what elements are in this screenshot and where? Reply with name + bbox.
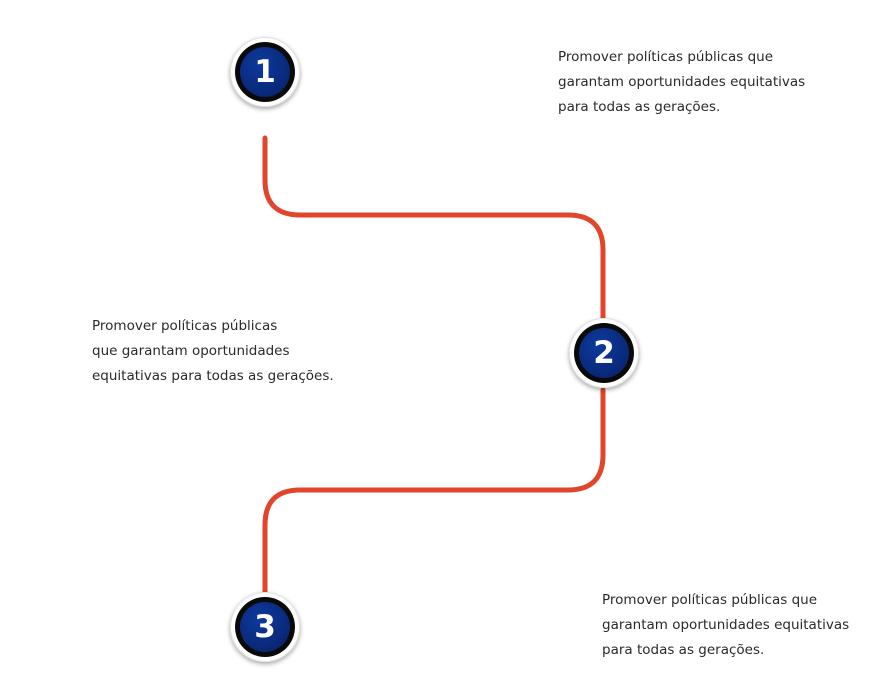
step-3-description: Promover políticas públicas que garantam… — [602, 592, 850, 658]
step-2-description: Promover políticas públicas que garantam… — [92, 318, 334, 384]
step-1-ring: 1 — [235, 42, 295, 102]
step-1-marker: 1 — [230, 37, 300, 107]
step-2-marker: 2 — [569, 318, 639, 388]
connector-line — [262, 135, 606, 595]
step-3-ring: 3 — [235, 597, 295, 657]
step-2-ring: 2 — [574, 323, 634, 383]
step-3-marker: 3 — [230, 592, 300, 662]
step-1-description: Promover políticas públicas que garantam… — [558, 49, 806, 115]
step-1-number: 1 — [240, 47, 290, 97]
step-2-number: 2 — [579, 328, 629, 378]
step-3-number: 3 — [240, 602, 290, 652]
